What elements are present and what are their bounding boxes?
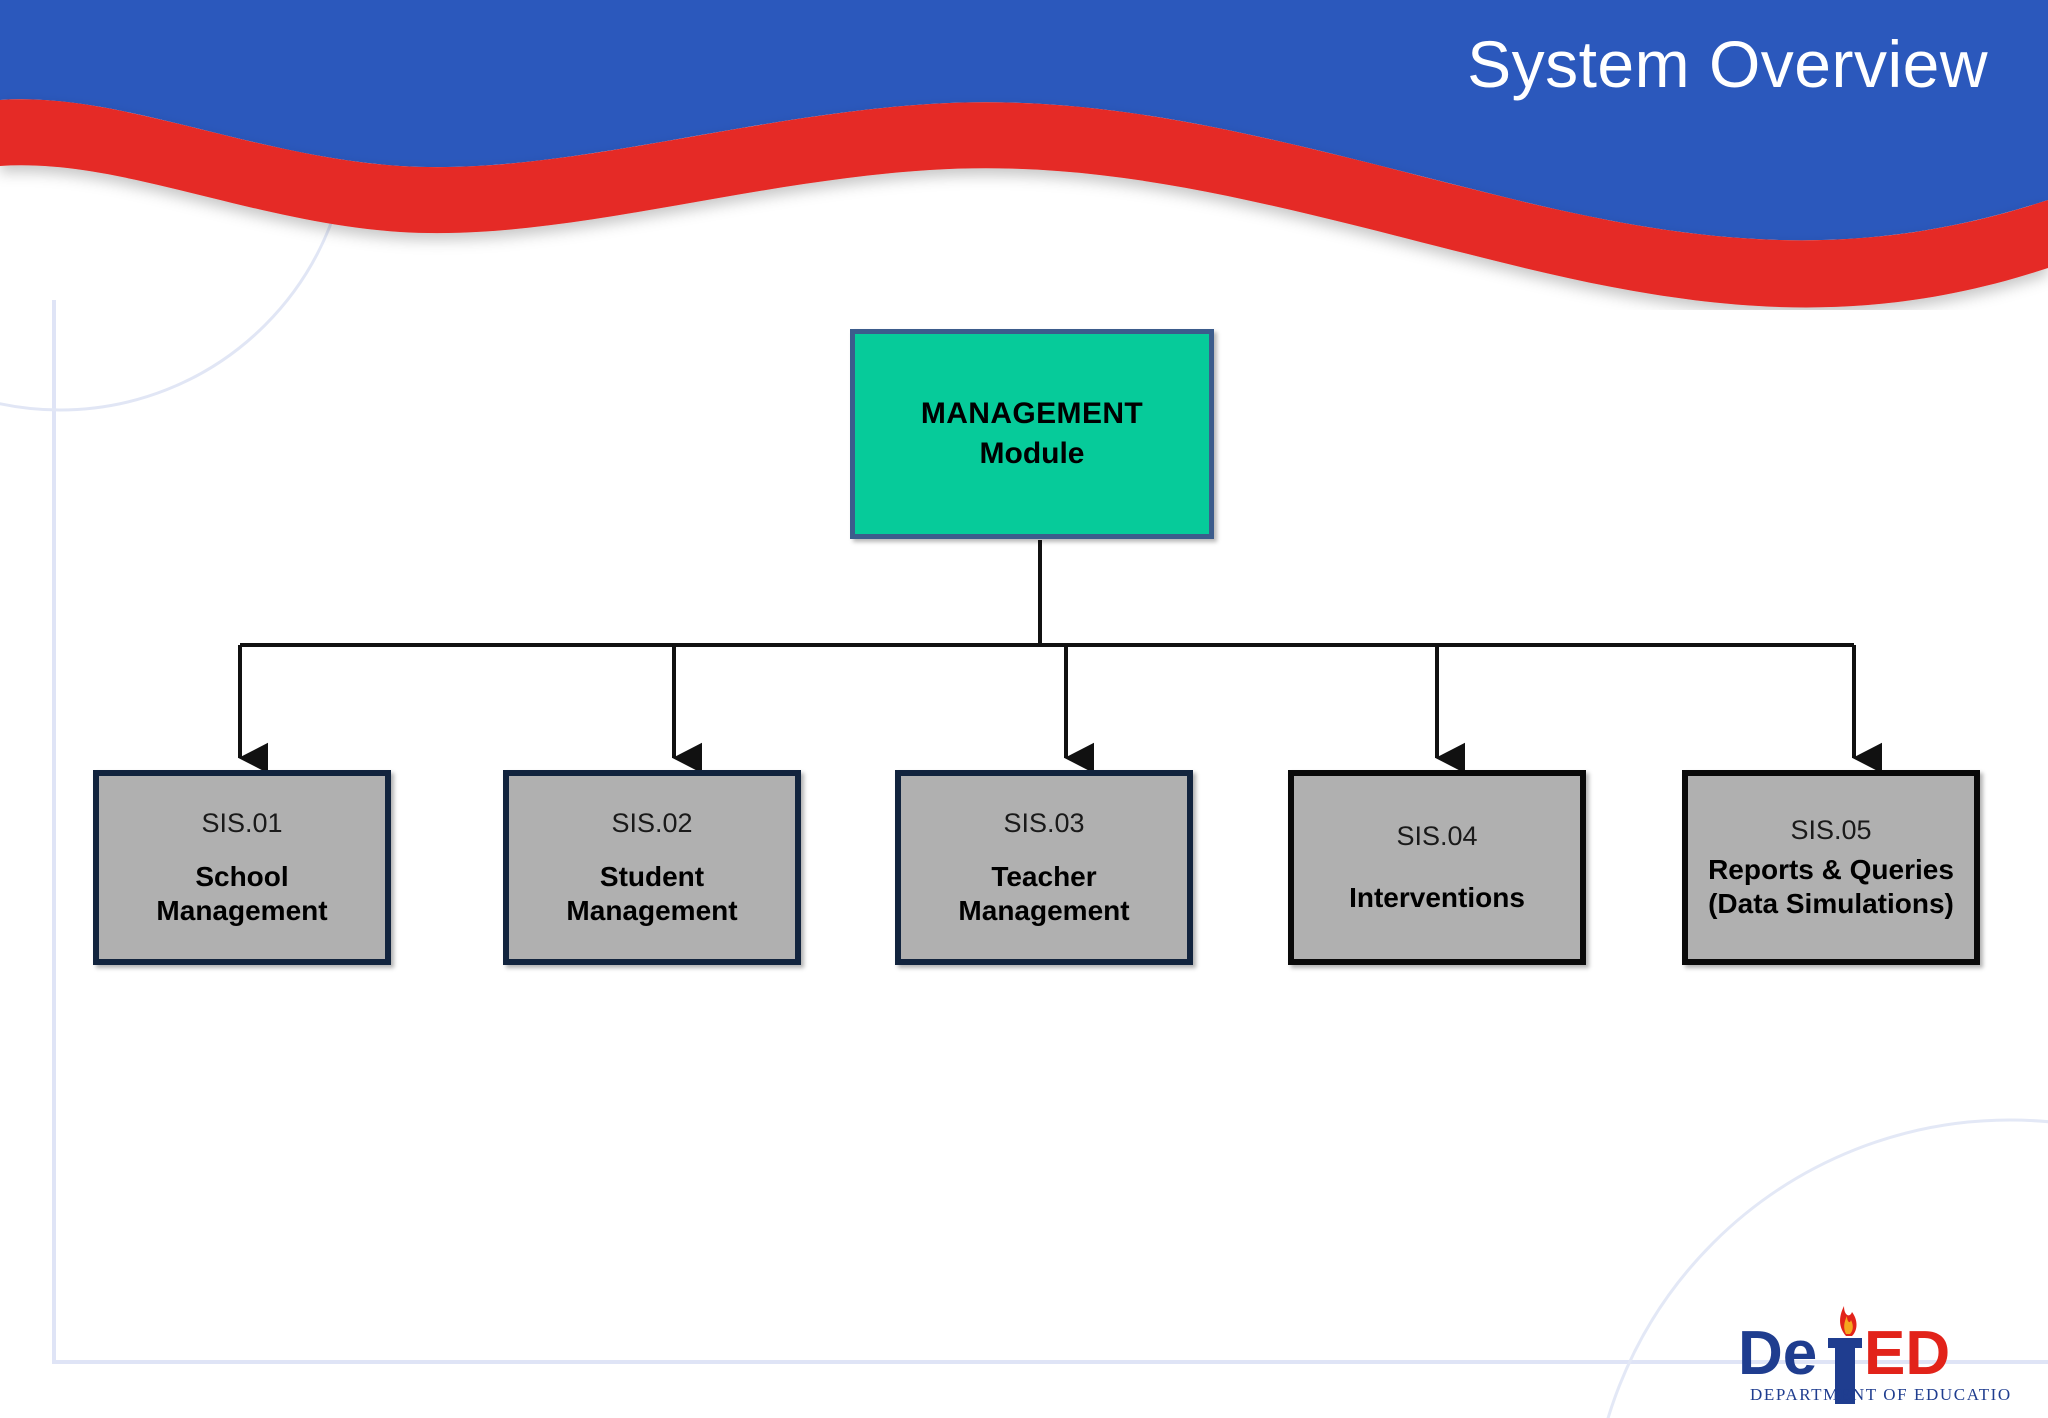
logo-ed-text: ED [1864,1319,1950,1388]
logo-tagline: DEPARTMENT OF EDUCATION [1750,1385,2010,1404]
page-title: System Overview [1467,27,1988,101]
node-root-subtitle: Module [979,437,1085,470]
node-management-module[interactable]: MANAGEMENT Module [850,329,1214,539]
logo-torch-handle [1835,1342,1855,1404]
node-label: Teacher Management [958,860,1130,926]
node-sis-01-school-management[interactable]: SIS.01 School Management [93,770,391,965]
node-code: SIS.01 [201,808,283,839]
node-sis-02-student-management[interactable]: SIS.02 Student Management [503,770,801,965]
node-sis-05-reports-and-queries[interactable]: SIS.05 Reports & Queries (Data Simulatio… [1682,770,1980,965]
node-code: SIS.02 [611,808,693,839]
node-code: SIS.03 [1003,808,1085,839]
node-root-title: MANAGEMENT [920,396,1144,430]
node-sis-04-interventions[interactable]: SIS.04 Interventions [1288,770,1586,965]
node-label: School Management [156,860,328,926]
logo-torch-collar [1828,1338,1862,1348]
deped-logo: De ED DEPARTMENT OF EDUCATION [1738,1306,2010,1404]
node-label: Interventions [1349,881,1525,913]
node-label: Reports & Queries (Data Simulations) [1708,853,1954,919]
node-label: Student Management [566,860,738,926]
node-code: SIS.05 [1790,815,1872,846]
logo-dep-text: De [1738,1319,1817,1388]
node-sis-03-teacher-management[interactable]: SIS.03 Teacher Management [895,770,1193,965]
logo-flame-inner-icon [1844,1316,1853,1334]
node-code: SIS.04 [1396,821,1478,852]
